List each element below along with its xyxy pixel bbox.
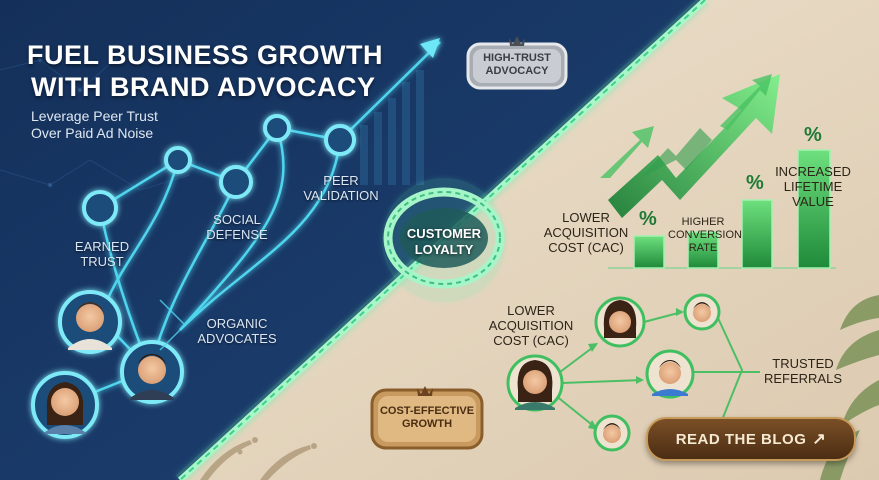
headline-line-2: WITH BRAND ADVOCACY: [31, 72, 376, 102]
metric-label-lower-cac: LOWER ACQUISITION COST (CAC): [543, 210, 629, 255]
percent-icon: %: [804, 124, 822, 146]
read-the-blog-label: READ THE BLOG: [675, 430, 807, 448]
percent-icon: %: [639, 208, 657, 230]
metric-label-higher-conversion: HIGHER CONVERSION RATE: [668, 216, 742, 254]
badge-cost-effective-growth: COST-EFFECTIVE GROWTH: [379, 405, 475, 430]
high-trust-badge-shape: [466, 36, 568, 90]
subheadline-line-1: Leverage Peer Trust: [31, 108, 158, 124]
metric-label-increased-ltv: INCREASED LIFETIME VALUE: [775, 164, 851, 209]
referral-label-lower-cac: LOWER ACQUISITION COST (CAC): [488, 303, 574, 348]
referral-network: [506, 293, 760, 452]
subheadline-line-2: Over Paid Ad Noise: [31, 125, 154, 141]
badge-high-trust-advocacy: HIGH-TRUST ADVOCACY: [483, 52, 551, 77]
network-arrowhead: [420, 38, 440, 58]
branch-decoration: [200, 437, 317, 480]
metric-bars: [608, 149, 836, 269]
label-earned-trust: EARNED TRUST: [74, 239, 130, 269]
badge-customer-loyalty: CUSTOMER LOYALTY: [406, 226, 482, 257]
percent-icon: %: [746, 172, 764, 194]
headline-line-1: FUEL BUSINESS GROWTH: [27, 40, 384, 70]
network-nodes: [82, 114, 356, 226]
arrow-up-right-icon: ↗: [812, 431, 827, 448]
loyalty-knot: [382, 178, 506, 302]
crown-icon: [417, 386, 433, 396]
referral-label-trusted-referrals: TRUSTED REFERRALS: [763, 356, 843, 386]
label-social-defense: SOCIAL DEFENSE: [206, 212, 268, 242]
read-the-blog-button[interactable]: READ THE BLOG ↗: [646, 417, 856, 461]
label-organic-advocates: ORGANIC ADVOCATES: [197, 316, 277, 346]
crown-icon: [509, 36, 525, 46]
label-peer-validation: PEER VALIDATION: [303, 173, 379, 203]
advocate-avatars: [31, 290, 184, 439]
cost-effective-badge-shape: [370, 386, 484, 450]
growth-arrow: [600, 74, 780, 218]
